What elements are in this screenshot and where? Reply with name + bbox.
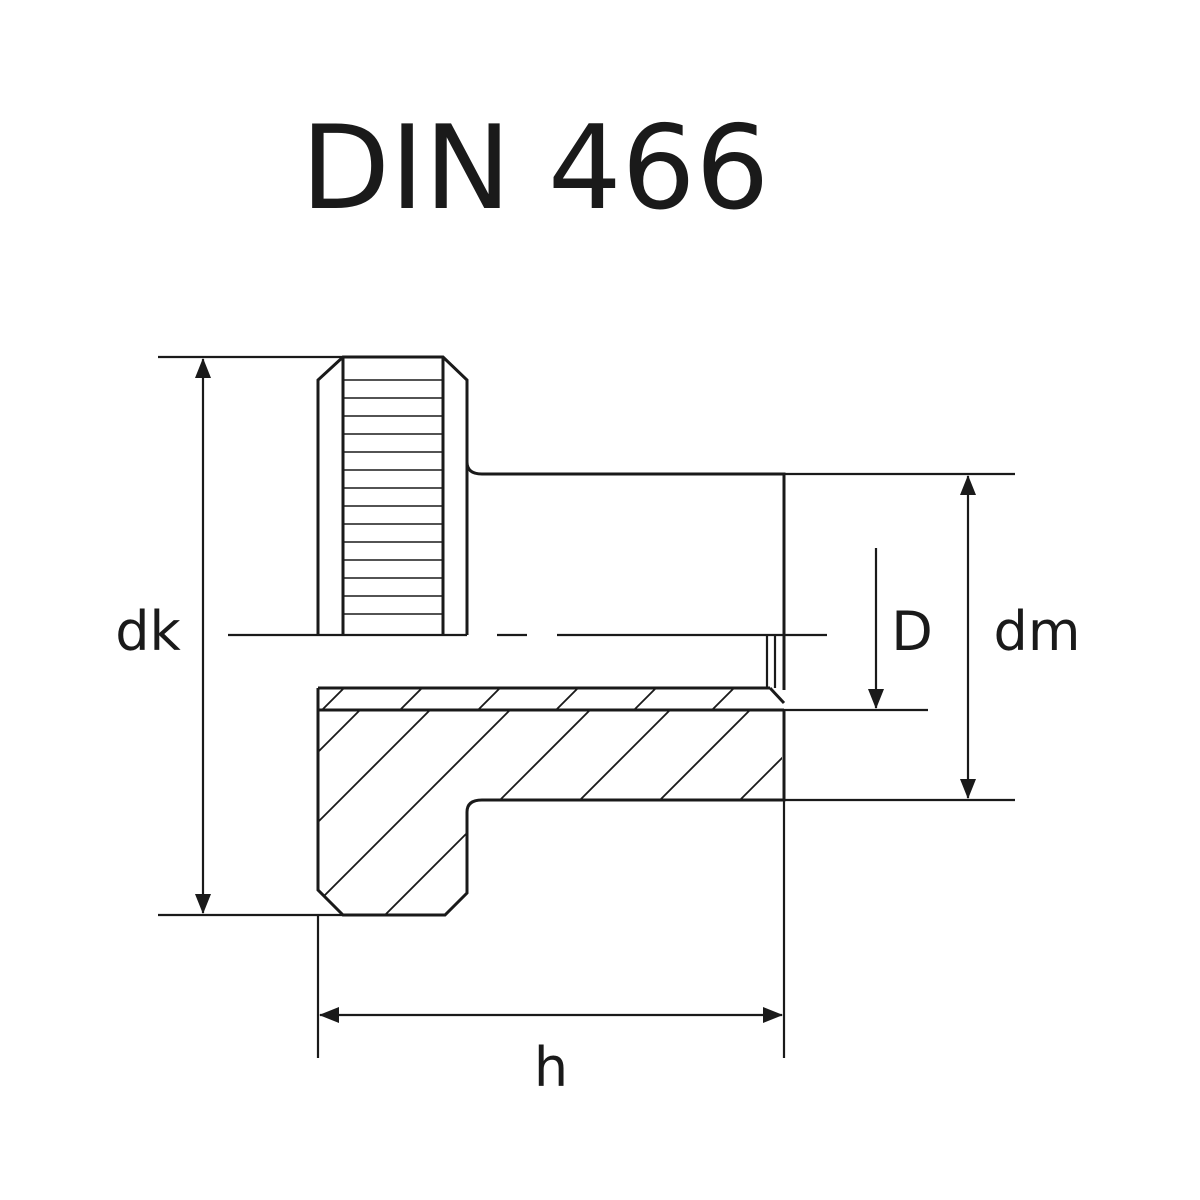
section-hatching <box>318 710 782 915</box>
part-outline-lower <box>316 635 786 917</box>
dk-label: dk <box>115 600 181 663</box>
part-outline-upper <box>316 355 786 690</box>
d-label: D <box>891 600 933 663</box>
drawing-title: DIN 466 <box>301 101 770 236</box>
knurl-lines <box>343 379 443 615</box>
thread-hatching <box>319 688 736 710</box>
dimension-lines <box>195 358 976 1023</box>
dm-label: dm <box>994 600 1081 663</box>
extension-lines <box>158 355 1015 1058</box>
h-label: h <box>534 1036 568 1099</box>
